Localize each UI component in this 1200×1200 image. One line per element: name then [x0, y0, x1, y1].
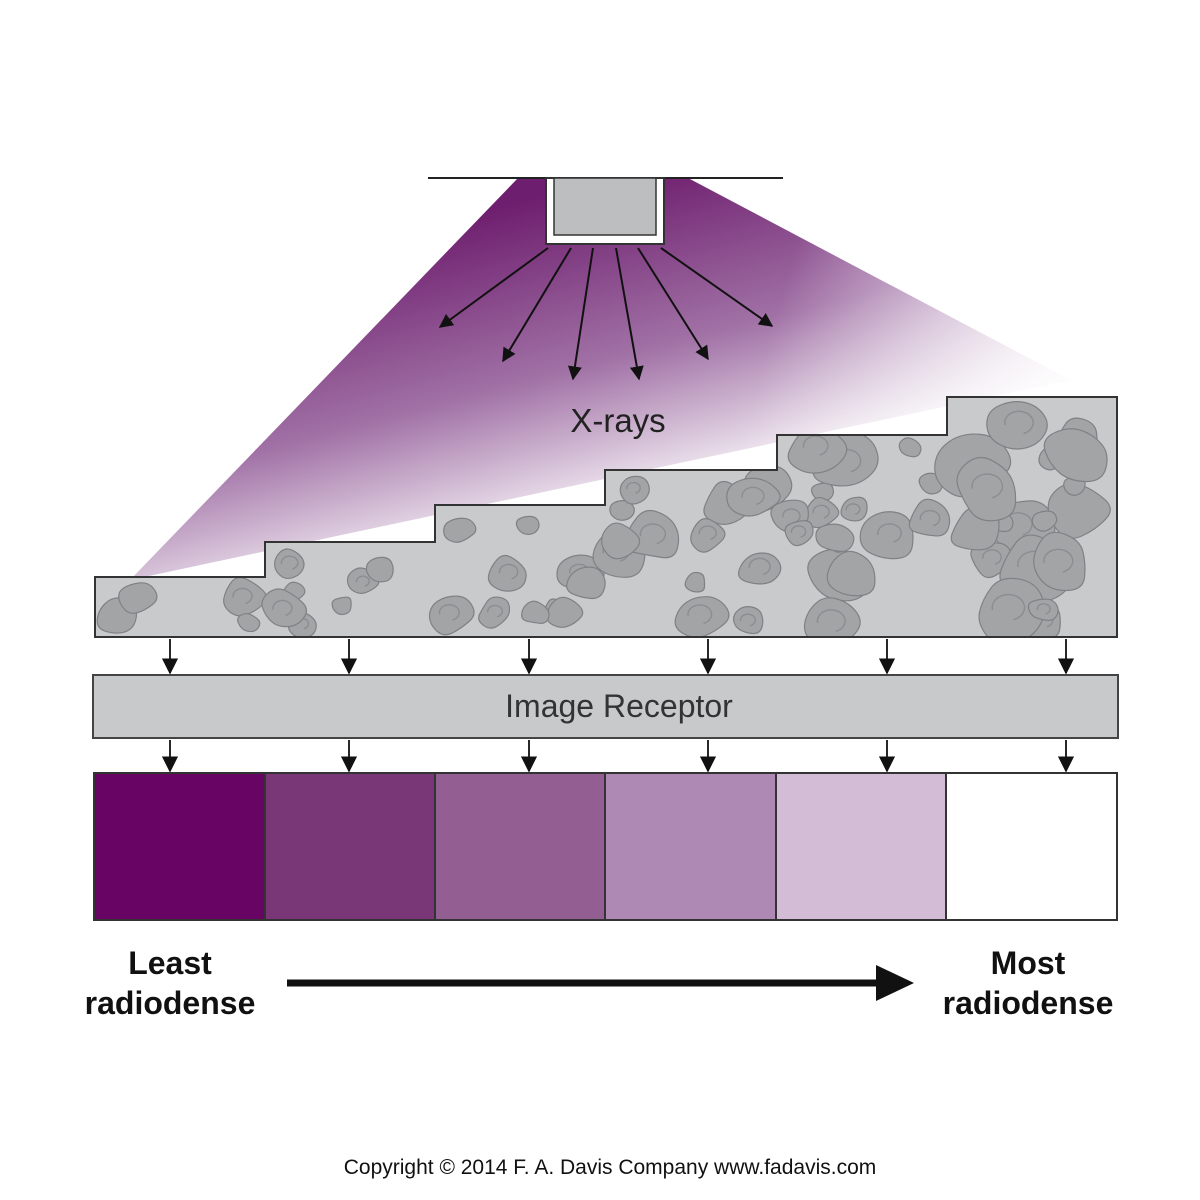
texture-blob: [609, 500, 635, 521]
texture-blob: [826, 550, 876, 597]
texture-swirl: [739, 613, 756, 627]
swatch-1: [93, 772, 266, 921]
texture-swirl: [626, 481, 641, 494]
texture-blob: [365, 556, 394, 583]
texture-swirl: [698, 525, 717, 540]
swatch-2: [264, 772, 436, 921]
texture-swirl: [741, 486, 765, 505]
texture-swirl: [639, 523, 666, 545]
texture-blob: [566, 566, 606, 600]
receptor-label: Image Receptor: [505, 688, 733, 724]
texture-blob: [859, 511, 914, 560]
most-label-line1: Most: [991, 945, 1066, 981]
texture-blob: [1043, 428, 1108, 483]
texture-swirl: [991, 593, 1026, 621]
texture-swirl: [919, 509, 941, 527]
texture-swirl: [748, 557, 771, 576]
texture-blob: [261, 588, 307, 628]
texture-blob: [443, 517, 477, 543]
texture-blob: [600, 522, 641, 560]
texture-blob: [986, 401, 1048, 450]
texture-blob: [898, 437, 922, 458]
swatch-5: [775, 772, 947, 921]
texture-blob: [908, 498, 951, 537]
image-receptor: [92, 674, 1119, 739]
texture-swirl: [782, 508, 801, 524]
texture-blob: [732, 605, 764, 635]
texture-swirl: [487, 604, 503, 618]
swatch-3: [434, 772, 606, 921]
swatch-6: [945, 772, 1118, 921]
image-arrows: [161, 740, 1075, 773]
texture-blob: [956, 456, 1017, 522]
texture-blob: [737, 552, 782, 585]
swatch-4: [604, 772, 777, 921]
xray-arrows: [438, 247, 774, 381]
texture-swirl: [280, 555, 299, 570]
texture-blob: [978, 577, 1045, 637]
xray-tube-icon: [545, 177, 665, 245]
texture-swirl: [802, 435, 829, 456]
texture-swirl: [1004, 410, 1034, 435]
xrays-label: X-rays: [570, 402, 665, 439]
texture-blob: [726, 477, 781, 517]
texture-blob: [1031, 510, 1058, 532]
texture-blob: [478, 596, 511, 629]
texture-blob: [784, 520, 814, 547]
texture-swirl: [982, 549, 1002, 565]
texture-blob: [546, 596, 584, 628]
texture-swirl: [498, 563, 519, 580]
least-label-line2: radiodense: [85, 985, 256, 1021]
texture-blob: [428, 595, 475, 636]
texture-blob: [521, 600, 550, 624]
texture-blob: [1033, 531, 1086, 592]
most-label-line2: radiodense: [943, 985, 1114, 1021]
texture-swirl: [355, 575, 370, 587]
texture-blob: [1027, 598, 1059, 621]
transmission-arrows: [161, 639, 1075, 675]
texture-swirl: [1036, 603, 1051, 615]
texture-blob: [273, 548, 305, 580]
texture-blob: [619, 475, 650, 505]
texture-swirl: [790, 525, 807, 538]
texture-swirl: [812, 504, 830, 519]
texture-swirl: [816, 609, 846, 632]
copyright: Copyright © 2014 F. A. Davis Company www…: [344, 1156, 877, 1179]
least-label-line1: Least: [128, 945, 212, 981]
texture-swirl: [272, 599, 293, 616]
texture-blob: [840, 496, 868, 522]
texture-blob: [118, 582, 158, 614]
texture-blob: [684, 571, 706, 593]
texture-blob: [331, 596, 352, 616]
texture-swirl: [438, 604, 460, 621]
texture-blob: [787, 425, 848, 474]
texture-swirl: [877, 523, 902, 543]
texture-blob: [803, 597, 861, 637]
right-arrow-icon: [287, 965, 914, 1001]
texture-swirl: [971, 473, 1004, 499]
texture-swirl: [845, 503, 861, 516]
texture-blob: [515, 515, 540, 535]
texture-blob: [815, 523, 855, 552]
texture-blob: [1047, 482, 1111, 539]
stepped-material: [94, 396, 1118, 638]
density-swatches: [93, 772, 1118, 921]
texture-blob: [237, 612, 261, 633]
texture-blob: [690, 517, 726, 553]
texture-swirl: [687, 604, 713, 625]
texture-swirl: [1043, 548, 1074, 573]
texture-swirl: [232, 587, 253, 604]
texture-blob: [487, 554, 527, 592]
